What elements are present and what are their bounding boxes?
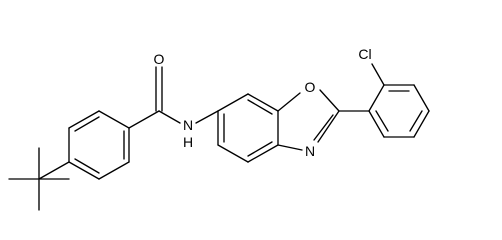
benzene-ring-left: [68, 110, 130, 180]
structure-diagram: O N H O N Cl: [8, 46, 430, 211]
amide-group: [128, 66, 219, 129]
chlorophenyl-ring: [338, 63, 430, 138]
amide-hydrogen-label: H: [183, 134, 193, 150]
ring-nitrogen-label: N: [305, 143, 315, 159]
ring-oxygen-label: O: [305, 79, 316, 95]
benzoxazole-ring: [217, 89, 340, 163]
amide-nitrogen-label: N: [183, 117, 193, 133]
tert-butyl-group: [8, 147, 70, 211]
carbonyl-oxygen-label: O: [154, 51, 165, 67]
chlorine-label: Cl: [358, 46, 371, 62]
molecule-drawing: O N H O N Cl: [8, 46, 430, 211]
